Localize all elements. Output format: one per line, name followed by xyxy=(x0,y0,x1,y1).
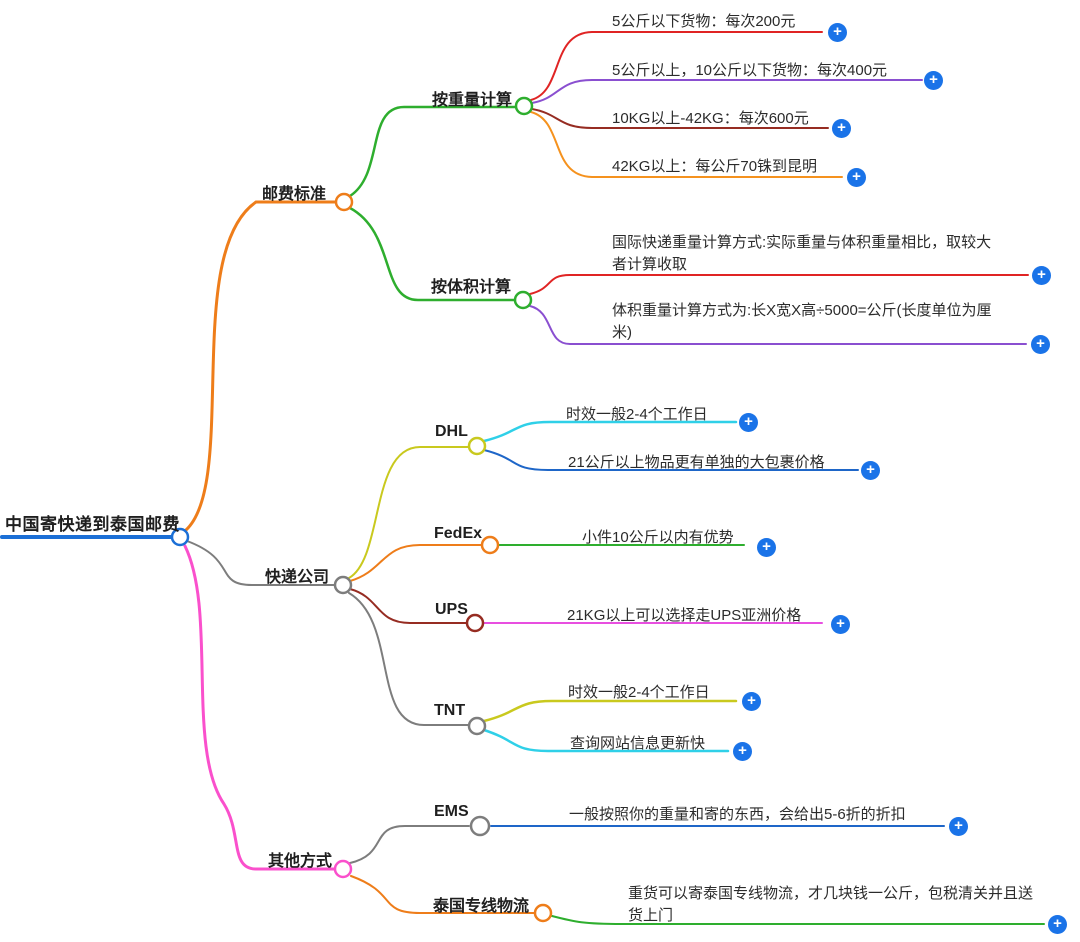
node-label-dhl[interactable]: DHL xyxy=(435,423,468,440)
plus-icon[interactable]: + xyxy=(832,119,851,138)
node-label-fedex[interactable]: FedEx xyxy=(434,525,483,542)
plus-icon[interactable]: + xyxy=(924,71,943,90)
leaf-fedex-small[interactable]: 小件10公斤以内有优势 xyxy=(582,529,734,546)
node-label-tnt[interactable]: TNT xyxy=(434,702,466,719)
by-weight-node-handle[interactable] xyxy=(514,96,534,116)
dhl-node-handle[interactable] xyxy=(467,436,487,456)
plus-icon[interactable]: + xyxy=(1048,915,1067,934)
plus-icon[interactable]: + xyxy=(831,615,850,634)
leaf-line-intl-weight-rule xyxy=(529,274,1029,295)
branch-ems xyxy=(349,825,470,864)
other-node-handle[interactable] xyxy=(333,859,353,879)
branch-ups xyxy=(349,588,468,624)
plus-icon[interactable]: + xyxy=(757,538,776,557)
node-label-express-companies[interactable]: 快递公司 xyxy=(265,569,330,586)
leaf-thai-heavy[interactable]: 重货可以寄泰国专线物流，才几块钱一公斤，包税清关并且送货上门 xyxy=(628,885,1034,924)
ems-node-handle[interactable] xyxy=(469,815,491,837)
leaf-dhl-time[interactable]: 时效一般2-4个工作日 xyxy=(566,406,708,423)
node-label-by-weight[interactable]: 按重量计算 xyxy=(432,92,513,109)
leaf-5-10kg[interactable]: 5公斤以上，10公斤以下货物：每次400元 xyxy=(612,62,888,79)
leaf-over-42kg[interactable]: 42KG以上：每公斤70铢到昆明 xyxy=(612,158,818,175)
branch-thai-line xyxy=(350,875,535,914)
plus-icon[interactable]: + xyxy=(739,413,758,432)
branch-tnt xyxy=(348,592,470,726)
leaf-intl-weight-rule[interactable]: 国际快递重量计算方式:实际重量与体积重量相比，取较大者计算收取 xyxy=(612,234,992,273)
node-label-ems[interactable]: EMS xyxy=(434,803,469,820)
plus-icon[interactable]: + xyxy=(949,817,968,836)
plus-icon[interactable]: + xyxy=(828,23,847,42)
plus-icon[interactable]: + xyxy=(733,742,752,761)
leaf-under-5kg[interactable]: 5公斤以下货物：每次200元 xyxy=(612,13,796,30)
plus-icon[interactable]: + xyxy=(742,692,761,711)
leaf-line-thai-heavy xyxy=(551,915,1045,925)
branch-dhl xyxy=(348,446,470,579)
node-label-ups[interactable]: UPS xyxy=(435,601,468,618)
node-label-by-volume[interactable]: 按体积计算 xyxy=(431,279,512,296)
thai-line-node-handle[interactable] xyxy=(533,903,553,923)
branch-other-methods xyxy=(183,544,337,871)
leaf-tnt-time[interactable]: 时效一般2-4个工作日 xyxy=(568,684,710,701)
by-volume-node-handle[interactable] xyxy=(513,290,533,310)
leaf-ems-discount[interactable]: 一般按照你的重量和寄的东西，会给出5-6折的折扣 xyxy=(569,806,906,823)
leaf-line-volume-formula xyxy=(529,305,1027,345)
leaf-ups-asia[interactable]: 21KG以上可以选择走UPS亚洲价格 xyxy=(567,607,802,624)
branch-by-weight xyxy=(348,105,518,198)
root-node-label[interactable]: 中国寄快递到泰国邮费 xyxy=(5,515,180,534)
tnt-node-handle[interactable] xyxy=(467,716,487,736)
branch-by-volume xyxy=(348,206,517,302)
leaf-tnt-website[interactable]: 查询网站信息更新快 xyxy=(570,735,706,752)
node-label-postage-standard[interactable]: 邮费标准 xyxy=(262,186,327,203)
plus-icon[interactable]: + xyxy=(1032,266,1051,285)
branch-fedex xyxy=(349,544,483,582)
postage-node-handle[interactable] xyxy=(334,192,354,212)
leaf-volume-formula[interactable]: 体积重量计算方式为:长X宽X高÷5000=公斤(长度单位为厘米) xyxy=(612,302,992,341)
branch-postage-standard xyxy=(184,200,338,532)
plus-icon[interactable]: + xyxy=(861,461,880,480)
plus-icon[interactable]: + xyxy=(1031,335,1050,354)
plus-icon[interactable]: + xyxy=(847,168,866,187)
leaf-line-under-5kg xyxy=(530,31,823,101)
leaf-line-tnt-time xyxy=(482,699,738,723)
leaf-10-42kg[interactable]: 10KG以上-42KG：每次600元 xyxy=(612,110,809,127)
branch-express-companies xyxy=(186,540,336,586)
root-node-handle[interactable] xyxy=(170,527,190,547)
leaf-line-10-42kg xyxy=(531,108,829,129)
leaf-line-5-10kg xyxy=(531,79,923,104)
leaf-line-over-42kg xyxy=(530,111,843,178)
leaf-line-tnt-website xyxy=(482,728,730,753)
leaf-dhl-bigparcel[interactable]: 21公斤以上物品更有单独的大包裹价格 xyxy=(568,454,825,471)
node-label-thai-line[interactable]: 泰国专线物流 xyxy=(433,898,530,915)
leaf-line-dhl-time xyxy=(482,420,738,443)
ups-node-handle[interactable] xyxy=(465,613,485,633)
companies-node-handle[interactable] xyxy=(333,575,353,595)
leaf-line-dhl-bigparcel xyxy=(483,449,859,471)
node-label-other-methods[interactable]: 其他方式 xyxy=(268,853,333,870)
fedex-node-handle[interactable] xyxy=(480,535,500,555)
